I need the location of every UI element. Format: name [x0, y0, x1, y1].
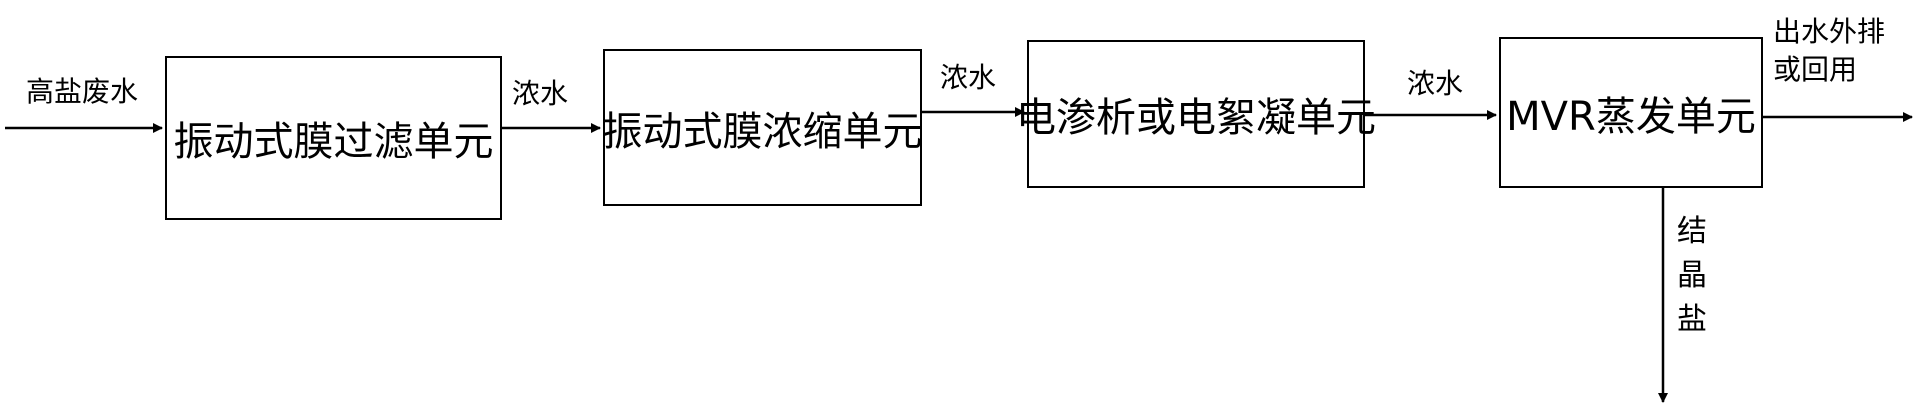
- node-electro-label: 电渗析或电絮凝单元: [1016, 95, 1376, 141]
- node-electro: 电渗析或电絮凝单元: [1016, 40, 1376, 188]
- edge-label-input: 高盐废水: [26, 75, 139, 108]
- edge-label-output-line1: 出水外排: [1773, 15, 1886, 48]
- edge-label-crystal: 结晶盐: [1677, 214, 1707, 337]
- edge-label-electro-to-mvr: 浓水: [1407, 67, 1464, 100]
- edge-label-output-line2: 或回用: [1773, 53, 1858, 86]
- node-mvr-label: MVR蒸发单元: [1506, 93, 1756, 140]
- node-concentrate: 振动式膜浓缩单元: [602, 49, 923, 206]
- node-mvr: MVR蒸发单元: [1499, 37, 1763, 188]
- edge-label-concentrate-to-electro: 浓水: [940, 61, 997, 94]
- node-filter: 振动式膜过滤单元: [165, 56, 502, 220]
- node-concentrate-label: 振动式膜浓缩单元: [602, 108, 923, 155]
- edge-label-filter-to-concentrate: 浓水: [512, 77, 569, 110]
- node-filter-label: 振动式膜过滤单元: [173, 119, 494, 165]
